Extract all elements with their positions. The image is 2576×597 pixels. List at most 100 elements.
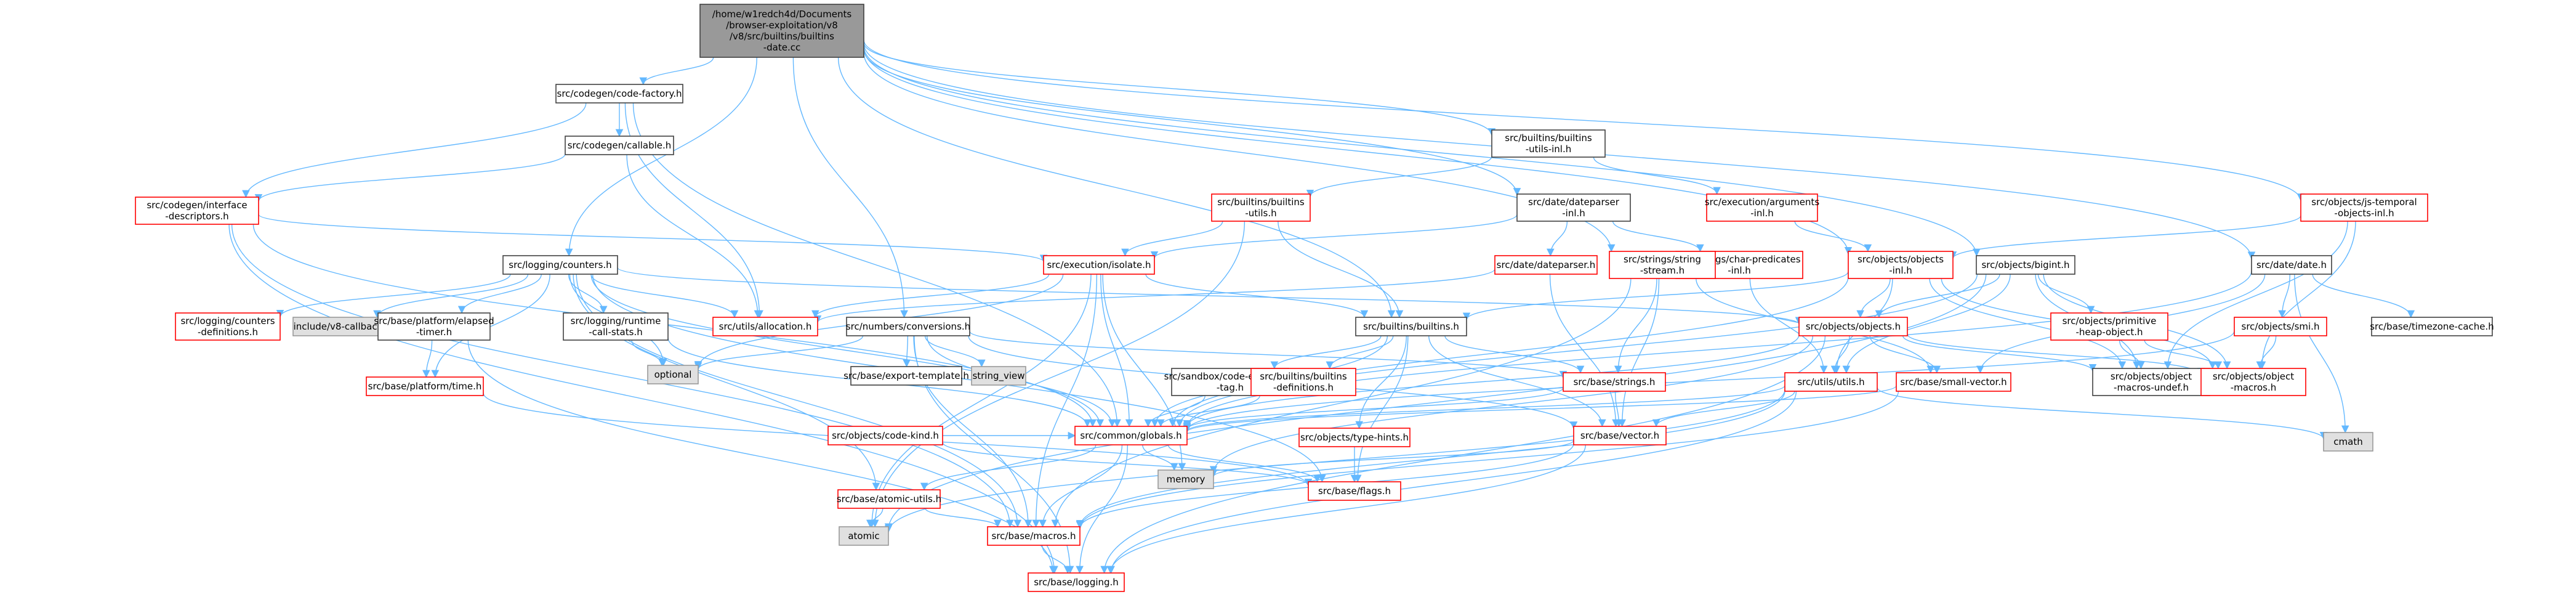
node-box	[135, 197, 259, 225]
edge-bigint-to-atomic	[884, 274, 1987, 531]
edge-root-to-codefactory	[639, 57, 714, 86]
node-box	[1798, 317, 1908, 336]
edge-counters-to-ptime	[431, 274, 550, 378]
node-logging[interactable]: src/base/logging.h	[1028, 572, 1125, 592]
edge-vector-to-memory	[1209, 439, 1574, 477]
edge-objinl-to-builtins	[1462, 271, 1849, 320]
node-counters[interactable]: src/logging/counters.h	[502, 255, 618, 275]
node-label: src/date/dateparser	[1528, 197, 1620, 208]
node-objmacros[interactable]: src/objects/object-macros.h	[2200, 368, 2306, 396]
edge-elapsed-to-ptime	[422, 339, 433, 378]
edge-interface-to-logging	[228, 224, 1058, 574]
dependency-edge	[626, 154, 762, 319]
node-box	[1848, 251, 1954, 279]
node-interface[interactable]: src/codegen/interface-descriptors.h	[135, 197, 259, 225]
node-box	[1609, 251, 1716, 279]
node-conversions[interactable]: src/numbers/conversions.h	[846, 317, 970, 336]
node-rcs[interactable]: src/logging/runtime-call-stats.h	[563, 312, 669, 341]
node-codefactory[interactable]: src/codegen/code-factory.h	[555, 84, 683, 104]
node-stringstream[interactable]: src/strings/string-stream.h	[1609, 251, 1716, 279]
node-dateparser[interactable]: src/date/dateparser.h	[1494, 255, 1598, 275]
node-argsinl[interactable]: src/execution/arguments-inl.h	[1705, 193, 1819, 222]
node-typehints[interactable]: src/objects/type-hints.h	[1298, 428, 1411, 447]
edge-bigint-to-primheap	[2037, 274, 2095, 314]
node-label: src/codegen/interface	[147, 200, 247, 211]
node-bbutils[interactable]: src/builtins/builtins-utils-inl.h	[1491, 129, 1606, 158]
node-temporal[interactable]: src/objects/js-temporal-objects-inl.h	[2300, 193, 2428, 222]
dependency-edge	[903, 335, 911, 368]
node-label: src/base/macros.h	[992, 530, 1076, 542]
dependency-edge	[1929, 278, 2127, 370]
node-macros[interactable]: src/base/macros.h	[987, 526, 1081, 546]
node-box	[2200, 368, 2306, 396]
node-smi[interactable]: src/objects/smi.h	[2234, 317, 2327, 336]
edge-root-to-objinl	[863, 47, 1853, 255]
node-isolate[interactable]: src/execution/isolate.h	[1043, 255, 1155, 275]
node-exporttemplate[interactable]: src/base/export-template.h	[843, 366, 969, 386]
node-box	[2234, 317, 2327, 336]
dependency-edge	[924, 335, 986, 368]
node-label: src/objects/objects	[1858, 254, 1944, 265]
node-primheap[interactable]: src/objects/primitive-heap-object.h	[2050, 312, 2168, 341]
node-label: src/builtins/builtins	[1217, 197, 1305, 208]
node-ptime[interactable]: src/base/platform/time.h	[366, 376, 484, 396]
node-label: include/v8-callbacks.h	[294, 321, 396, 332]
dependency-edge	[1614, 391, 1623, 428]
node-label: /v8/src/builtins/builtins	[730, 31, 834, 42]
node-vector[interactable]: src/base/vector.h	[1573, 426, 1667, 445]
edge-bigint-to-objects	[1875, 274, 2000, 319]
node-macrosundef[interactable]: src/objects/object-macros-undef.h	[2092, 368, 2210, 396]
node-allocation[interactable]: src/utils/allocation.h	[712, 317, 818, 336]
node-datedate[interactable]: src/date/date.h	[2251, 255, 2332, 275]
node-codekind[interactable]: src/objects/code-kind.h	[827, 426, 943, 445]
node-utils[interactable]: src/utils/utils.h	[1784, 372, 1878, 392]
edge-rcs-to-optional	[631, 339, 666, 367]
dependency-edge	[1183, 270, 2252, 428]
dependency-edge	[1150, 214, 1518, 259]
node-objinl[interactable]: src/objects/objects-inl.h	[1848, 251, 1954, 279]
node-basestrings[interactable]: src/base/strings.h	[1563, 372, 1666, 392]
edge-conversions-to-exporttemplate	[903, 335, 911, 368]
node-atomicutils[interactable]: src/base/atomic-utils.h	[837, 489, 941, 509]
node-box	[2371, 317, 2493, 336]
dependency-edges	[228, 39, 2415, 574]
edge-counters-to-atomicutils	[573, 274, 880, 491]
node-countersdef[interactable]: src/logging/counters-definitions.h	[175, 312, 281, 341]
node-globals[interactable]: src/common/globals.h	[1074, 426, 1188, 445]
node-callable[interactable]: src/codegen/callable.h	[565, 136, 674, 155]
dependency-edge	[1353, 335, 1409, 483]
edge-builtins-to-bdefs	[1326, 335, 1394, 370]
node-builtins[interactable]: src/builtins/builtins.h	[1355, 317, 1467, 336]
node-label: src/objects/primitive	[2063, 315, 2157, 327]
node-box	[563, 312, 669, 341]
edge-builtins-to-vector	[1428, 335, 1606, 428]
node-box	[987, 526, 1081, 546]
node-butils[interactable]: src/builtins/builtins-utils.h	[1211, 193, 1311, 222]
node-bdefs[interactable]: src/builtins/builtins-definitions.h	[1250, 368, 1356, 396]
edge-bbutils-to-butils	[1306, 156, 1492, 198]
node-memory: memory	[1157, 469, 1214, 489]
edge-smi-to-globals	[1183, 331, 2235, 431]
edge-root-to-temporal	[863, 39, 2305, 201]
node-smallvector[interactable]: src/base/small-vector.h	[1896, 372, 2011, 392]
node-box	[1355, 317, 1467, 336]
edge-primheap-to-macrosundef	[2119, 339, 2145, 370]
dependency-edge	[863, 39, 2305, 201]
node-label: atomic	[848, 530, 879, 542]
edge-root-to-builtins	[837, 57, 1396, 319]
node-elapsed[interactable]: src/base/platform/elapsed-timer.h	[374, 312, 494, 341]
edge-temporal-to-objmacros	[2258, 221, 2356, 370]
dependency-edge	[1076, 391, 1899, 529]
node-tzcache[interactable]: src/base/timezone-cache.h	[2370, 317, 2494, 336]
node-box	[366, 376, 484, 396]
node-objects[interactable]: src/objects/objects.h	[1798, 317, 1908, 336]
node-bigint[interactable]: src/objects/bigint.h	[1976, 255, 2075, 275]
dependency-edge	[576, 274, 1022, 528]
node-flags[interactable]: src/base/flags.h	[1308, 481, 1401, 501]
node-box	[1563, 372, 1666, 392]
node-label: -stream.h	[1640, 265, 1684, 276]
dependency-edge	[1183, 385, 1897, 433]
dependency-edge	[568, 274, 608, 314]
edge-bigint-to-utils	[1842, 274, 2011, 374]
node-dateparserinl[interactable]: src/date/dateparser-inl.h	[1516, 193, 1631, 222]
